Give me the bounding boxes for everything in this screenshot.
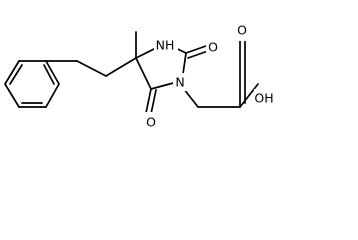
nh-label: NH: [156, 38, 175, 53]
ring-bond: [150, 81, 178, 90]
aromatic-double-bond: [9, 64, 23, 85]
double-bond-line: [150, 89, 157, 115]
n-label: N: [175, 75, 184, 90]
ring-bond: [4, 60, 20, 85]
chain-bond: [105, 57, 137, 77]
chain-bond: [239, 83, 259, 108]
carbonyl-bottom: [145, 88, 157, 115]
oh-label: OH: [254, 91, 273, 106]
phenyl-ring: [4, 60, 60, 108]
atom-labels: NH N O O O OH: [144, 23, 278, 130]
chemical-structure: NH N O O O OH: [4, 22, 278, 130]
o-acid-label: O: [237, 23, 247, 38]
ring-bond: [45, 60, 60, 85]
ring-bond: [45, 83, 60, 108]
acetic-acid-chain: [179, 39, 259, 108]
aromatic-double-bond: [43, 64, 55, 85]
double-bond-line: [185, 45, 207, 54]
ring-bond: [182, 52, 187, 75]
o-top-label: O: [208, 40, 218, 55]
double-bond-line: [187, 50, 209, 59]
ring-bond: [135, 57, 152, 90]
o-bottom-label: O: [146, 115, 156, 130]
double-bond-line: [145, 88, 152, 114]
ethyl-chain: [45, 57, 137, 77]
ring-bond: [4, 83, 20, 108]
chain-bond: [76, 60, 107, 77]
carbonyl-top: [185, 45, 209, 59]
